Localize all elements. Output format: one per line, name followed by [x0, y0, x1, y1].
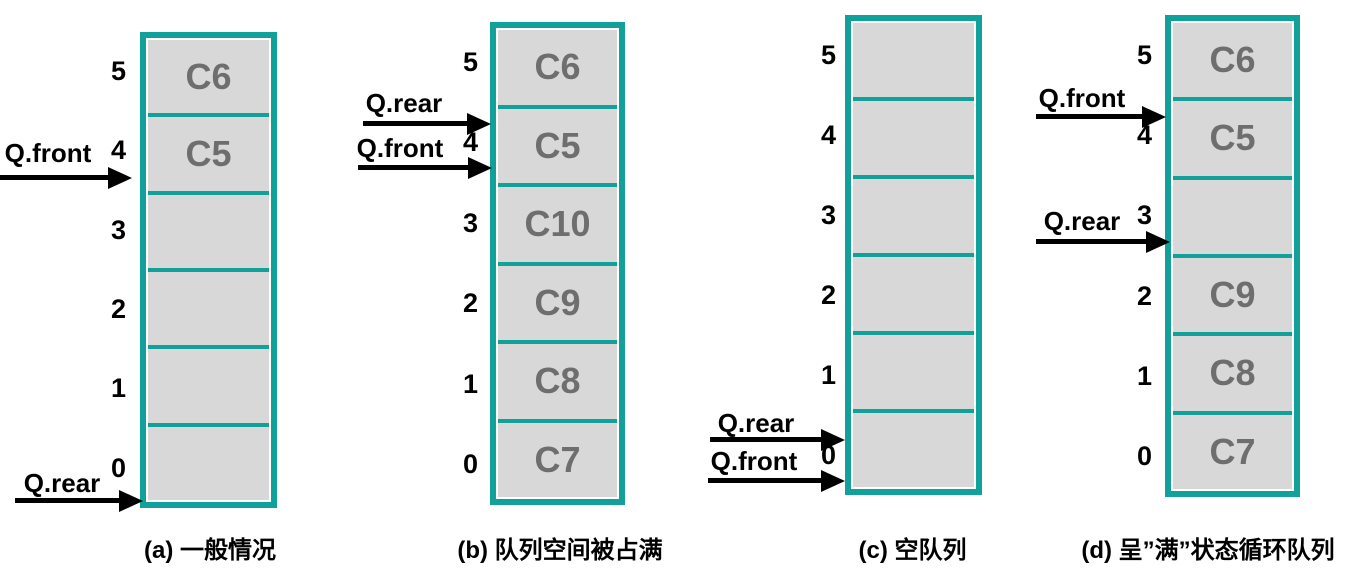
queue-cell: C5 — [1173, 101, 1292, 180]
rear-pointer-label: Q.rear — [717, 408, 795, 438]
rear-pointer-label: Q.rear — [23, 468, 101, 498]
front-pointer-label: Q.front — [1038, 83, 1126, 113]
queue-box — [845, 15, 982, 495]
queue-cell: C9 — [498, 265, 617, 344]
index-column: 5 4 3 2 1 0 — [436, 22, 478, 505]
index-label: 2 — [820, 279, 836, 310]
queue-cell — [148, 271, 269, 350]
front-pointer-arrow-icon — [1036, 114, 1142, 119]
index-label: 5 — [110, 56, 126, 87]
rear-pointer-label: Q.rear — [365, 88, 443, 118]
queue-cell: C8 — [498, 344, 617, 423]
index-label: 2 — [110, 294, 126, 325]
front-pointer-label: Q.front — [710, 446, 798, 476]
rear-pointer-arrow-icon — [15, 498, 119, 503]
index-label: 0 — [1136, 441, 1152, 472]
index-label: 4 — [462, 127, 478, 158]
front-pointer-label: Q.front — [356, 133, 444, 163]
queue-cell — [853, 23, 974, 101]
queue-cell: C7 — [498, 422, 617, 497]
front-pointer-label: Q.front — [4, 138, 92, 168]
queue-cell — [148, 194, 269, 272]
queue-cell — [148, 426, 269, 500]
index-label: 4 — [820, 119, 836, 150]
index-label: 3 — [462, 207, 478, 238]
queue-cell — [1173, 179, 1292, 258]
queue-cell: C6 — [498, 30, 617, 109]
index-column: 5 4 3 2 1 0 — [84, 32, 126, 508]
caption: (b) 队列空间被占满 — [457, 537, 663, 564]
queue-box: C6 C5 C9 C8 C7 — [1165, 15, 1300, 497]
index-label: 3 — [820, 199, 836, 230]
queue-cell — [853, 101, 974, 179]
queue-box: C6 C5 C10 C9 C8 C7 — [490, 22, 625, 505]
caption: (d) 呈”满”状态循环队列 — [1081, 537, 1335, 564]
queue-cell — [853, 335, 974, 413]
index-label: 2 — [1136, 280, 1152, 311]
caption: (a) 一般情况 — [144, 537, 276, 564]
index-label: 3 — [110, 214, 126, 245]
queue-cell — [148, 349, 269, 427]
index-label: 1 — [820, 359, 836, 390]
index-label: 1 — [1136, 360, 1152, 391]
queue-cell: C5 — [498, 108, 617, 187]
queue-cell: C7 — [1173, 414, 1292, 489]
queue-cell: C6 — [1173, 23, 1292, 102]
rear-pointer-arrow-icon — [363, 121, 467, 126]
index-label: 3 — [1136, 200, 1152, 231]
rear-pointer-arrow-icon — [710, 437, 821, 442]
queue-cell: C5 — [148, 117, 269, 195]
front-pointer-arrow-icon — [708, 478, 821, 483]
rear-pointer-label: Q.rear — [1043, 206, 1121, 236]
queue-cell — [853, 257, 974, 335]
index-label: 4 — [110, 135, 126, 166]
index-label: 0 — [462, 449, 478, 480]
front-pointer-arrow-icon — [358, 165, 468, 170]
queue-cell — [853, 413, 974, 487]
rear-pointer-arrow-icon — [1036, 239, 1146, 244]
index-column: 5 4 3 2 1 0 — [794, 15, 836, 495]
queue-box: C6 C5 — [140, 32, 277, 508]
index-label: 0 — [110, 452, 126, 483]
queue-cell: C10 — [498, 187, 617, 266]
index-column: 5 4 3 2 1 0 — [1110, 15, 1152, 497]
queue-cell: C9 — [1173, 257, 1292, 337]
index-label: 2 — [462, 288, 478, 319]
caption: (c) 空队列 — [858, 537, 967, 564]
index-label: 5 — [1136, 39, 1152, 70]
queue-cell — [853, 179, 974, 257]
index-label: 5 — [820, 39, 836, 70]
front-pointer-arrow-icon — [0, 175, 108, 180]
queue-cell: C8 — [1173, 336, 1292, 415]
index-label: 5 — [462, 46, 478, 77]
queue-cell: C6 — [148, 40, 269, 118]
index-label: 1 — [110, 373, 126, 404]
index-label: 1 — [462, 368, 478, 399]
